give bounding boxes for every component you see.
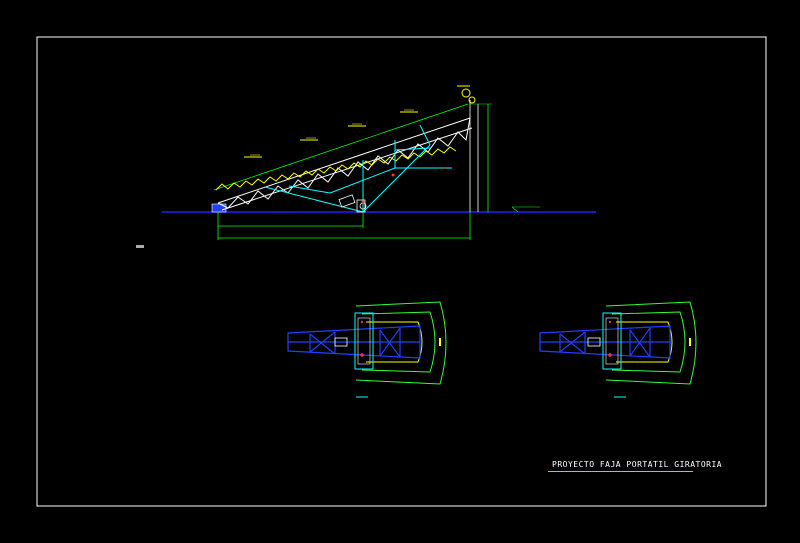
support-struts [264, 124, 452, 213]
idler-rollers [215, 85, 476, 191]
turntable-left [354, 312, 374, 370]
head-support [469, 100, 479, 212]
red-markers [361, 167, 446, 204]
small-label-chip [136, 245, 144, 248]
title-underline [548, 471, 693, 472]
plan-view-right [539, 301, 697, 398]
plan-truss-right [539, 325, 671, 359]
elevation-view [136, 85, 596, 248]
belt-line [213, 103, 469, 191]
annotation-marks [250, 109, 414, 156]
wheel-chassis [338, 194, 367, 213]
plan-arcs-left [355, 301, 447, 385]
turntable-right [602, 312, 622, 370]
drawing-title: PROYECTO FAJA PORTATIL GIRATORIA [552, 460, 723, 469]
plan-arcs-right [605, 301, 697, 385]
plan-view-left [287, 301, 447, 398]
plan-truss-left [287, 325, 421, 359]
drawing-frame [36, 36, 767, 507]
title-block: PROYECTO FAJA PORTATIL GIRATORIA [548, 458, 722, 474]
base-footing [211, 203, 227, 213]
dimension-lines [217, 212, 471, 240]
inclined-truss [217, 117, 473, 211]
